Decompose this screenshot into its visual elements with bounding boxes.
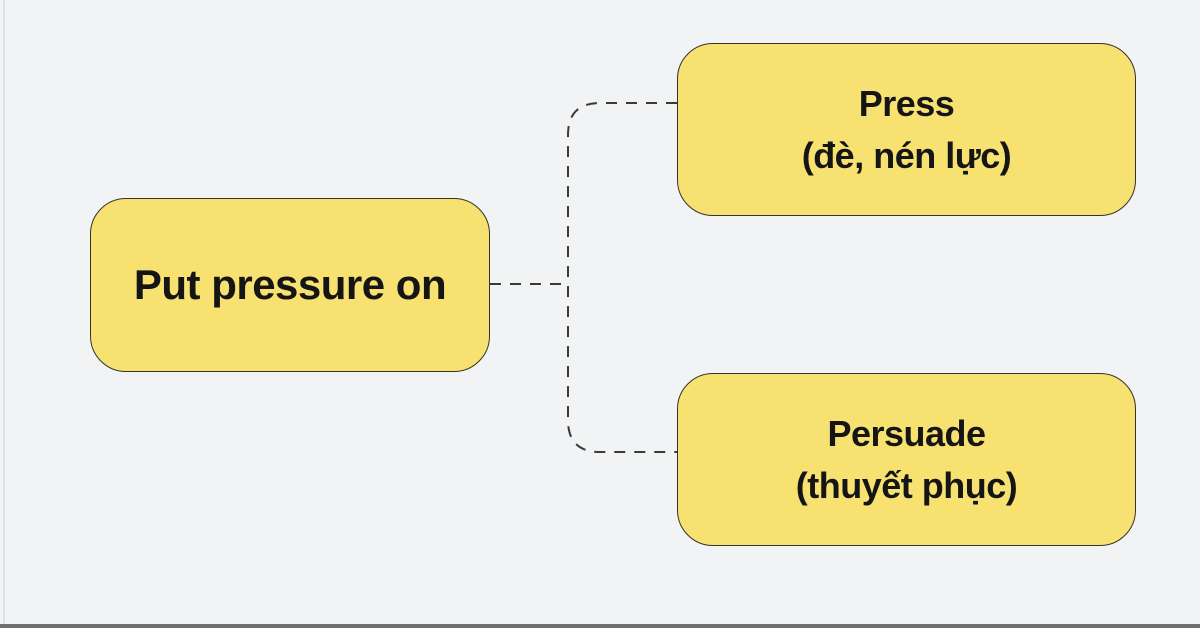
connector-branch-fork	[567, 102, 677, 453]
bottom-bar	[0, 624, 1200, 628]
node-persuade: Persuade (thuyết phục)	[677, 373, 1136, 546]
node-press-title: Press	[858, 82, 955, 124]
node-put-pressure-on: Put pressure on	[90, 198, 490, 372]
node-root-label: Put pressure on	[133, 261, 447, 308]
left-edge-line	[3, 0, 5, 628]
node-persuade-title: Persuade	[827, 412, 986, 454]
node-press-subtitle: (đè, nén lực)	[801, 134, 1012, 176]
node-persuade-subtitle: (thuyết phục)	[795, 464, 1018, 506]
node-press: Press (đè, nén lực)	[677, 43, 1136, 216]
